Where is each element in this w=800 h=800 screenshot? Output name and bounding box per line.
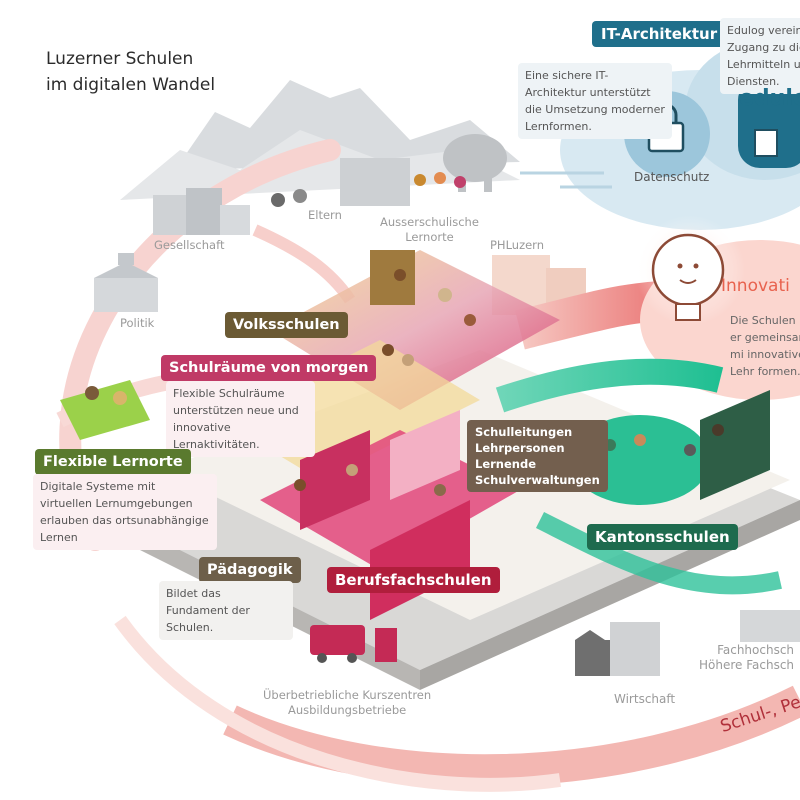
schulraeume-note: Flexible Schulräume unterstützen neue un…: [166, 381, 315, 457]
factories: [575, 610, 800, 676]
edulog-note: Edulog vereinfa Zugang zu digi Lehrmitte…: [720, 18, 800, 94]
workshop-van: [310, 625, 397, 663]
flexible-lernorte-note: Digitale Systeme mit virtuellen Lernumge…: [33, 474, 217, 550]
schulraeume-tag: Schulräume von morgen: [161, 355, 377, 381]
title-line-1: Luzerner Schulen: [46, 49, 194, 69]
gesellschaft-label: Gesellschaft: [154, 238, 225, 252]
flexible-lernorte-tag: Flexible Lernorte: [35, 449, 191, 475]
role-item: Lehrpersonen: [475, 441, 565, 455]
page-title: Luzerner Schulen im digitalen Wandel: [46, 46, 215, 98]
berufsfachschulen-tag: Berufsfachschulen: [327, 567, 500, 593]
datenschutz-label: Datenschutz: [634, 170, 710, 184]
ueberbetriebliche-line-2: Ausbildungsbetriebe: [287, 703, 407, 717]
fachhochschulen-label: Fachhochsch Höhere Fachsch: [699, 643, 794, 673]
it-architektur-note: Eine sichere IT-Architektur unterstützt …: [518, 63, 672, 139]
kantonsschulen-tag: Kantonsschulen: [587, 524, 738, 550]
paedagogik-tag: Pädagogik: [199, 557, 301, 583]
title-line-2: im digitalen Wandel: [46, 75, 216, 95]
wirtschaft-label: Wirtschaft: [614, 692, 676, 706]
ausserschulische-line-2: Lernorte: [405, 230, 454, 244]
roles-box: Schulleitungen Lehrpersonen Lernende Sch…: [467, 420, 608, 492]
ueberbetriebliche-label: Überbetriebliche Kurszentren Ausbildungs…: [263, 688, 431, 718]
it-architektur-tag: IT-Architektur: [592, 21, 727, 47]
ausserschulische-label: Ausserschulische Lernorte: [380, 215, 479, 245]
fachhochschulen-line-2: Höhere Fachsch: [699, 658, 795, 672]
politik-label: Politik: [120, 316, 155, 330]
role-item: Lernende: [475, 457, 537, 471]
society-buildings: [94, 188, 250, 312]
flexible-learning-site: [60, 380, 150, 440]
role-item: Schulleitungen: [475, 425, 573, 439]
ausserschulische-line-1: Ausserschulische: [380, 215, 479, 229]
role-item: Schulverwaltungen: [475, 473, 600, 487]
fachhochschulen-line-1: Fachhochsch: [717, 643, 795, 657]
paedagogik-note: Bildet das Fundament der Schulen.: [159, 581, 293, 640]
berufsfachschulen-zone: [260, 410, 520, 620]
phluzern-label: PHLuzern: [490, 238, 545, 252]
edulog-label: edulo: [739, 86, 800, 111]
ueberbetriebliche-line-1: Überbetriebliche Kurszentren: [263, 688, 432, 702]
volksschulen-tag: Volksschulen: [225, 312, 348, 338]
eltern-label: Eltern: [308, 208, 342, 222]
extracurricular-sites: [340, 134, 507, 206]
innovation-tag: Innovati: [721, 276, 790, 296]
